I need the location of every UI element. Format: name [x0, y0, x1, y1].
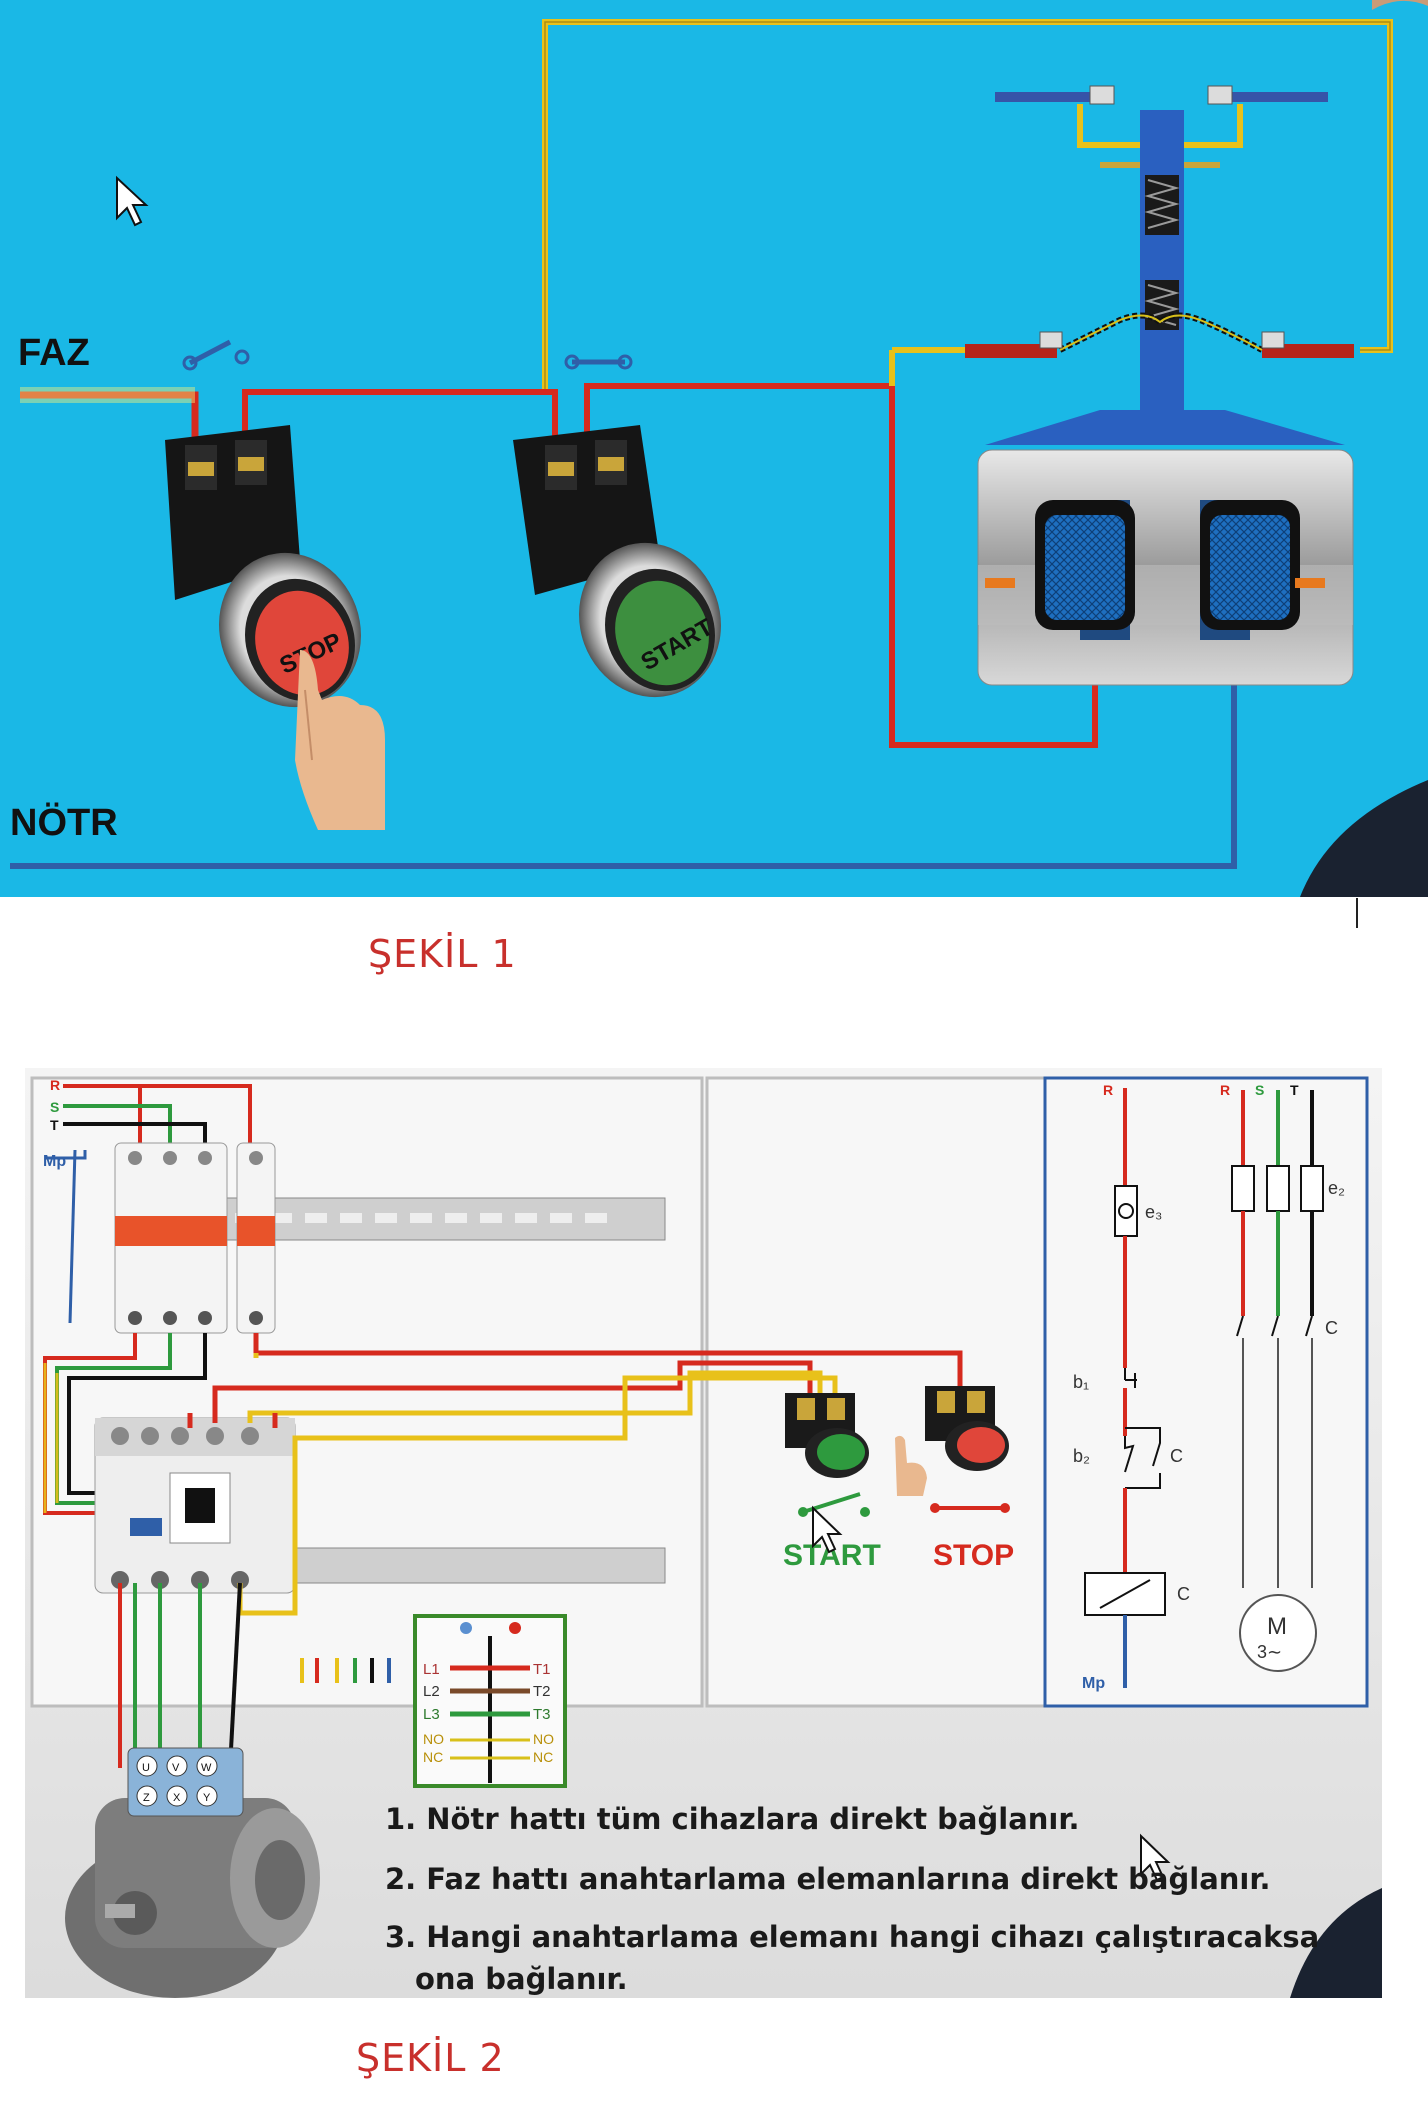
sch-b2-label: b₂ [1073, 1446, 1090, 1466]
faz-label: FAZ [18, 332, 90, 374]
single-phase-breaker [236, 1142, 276, 1334]
sch-motor-m: M [1267, 1613, 1287, 1640]
sch-c-contact-label: C [1170, 1446, 1183, 1466]
figure-1-diagram: FAZ NÖTR STOP START [0, 0, 1428, 897]
notr-wire [10, 640, 1237, 869]
start-button-2[interactable] [785, 1393, 869, 1478]
sch-c-coil-label: C [1177, 1584, 1190, 1604]
presenter-silhouette [1300, 780, 1428, 897]
terminal-w: W [201, 1762, 212, 1774]
motor-terminal-box: U V W Z X Y [136, 1755, 218, 1807]
stop-pushbutton[interactable]: STOP [165, 425, 382, 727]
note-line-4: ona bağlanır. [415, 1962, 628, 1996]
legend-l3: L3 [423, 1706, 440, 1723]
faz-wire [20, 391, 199, 440]
line-t-label: T [50, 1117, 59, 1133]
hand-icon [295, 650, 385, 830]
legend-no-right: NO [533, 1731, 554, 1747]
hand-icon-2 [895, 1435, 927, 1496]
wire-samples [300, 1658, 391, 1683]
line-s-label: S [50, 1099, 59, 1115]
stop-label-2: STOP [933, 1539, 1014, 1572]
sch-motor-phase: 3∼ [1257, 1642, 1282, 1662]
line-r-label: R [50, 1077, 60, 1093]
sch-c-main-label: C [1325, 1318, 1338, 1338]
legend-t2: T2 [533, 1683, 551, 1700]
legend-t1: T1 [533, 1661, 551, 1678]
sch-mp-label: Mp [1082, 1675, 1105, 1692]
sch-r2-label: R [1220, 1082, 1230, 1098]
presenter-silhouette-2 [1290, 1888, 1382, 1998]
sch-b1-label: b₁ [1073, 1372, 1089, 1392]
contactor-mechanism [965, 85, 1354, 686]
terminal-u: U [142, 1762, 150, 1774]
control-schematic: R e₃ b₁ b₂ C C Mp R S T e₂ C M [1073, 1082, 1345, 1692]
sch-s-label: S [1255, 1082, 1264, 1098]
terminal-y: Y [203, 1792, 211, 1804]
legend-nc-right: NC [533, 1749, 553, 1765]
sch-t-label: T [1290, 1082, 1299, 1098]
figure-1-caption: ŞEKİL 1 [368, 932, 517, 976]
mouse-cursor-icon-2 [812, 1505, 843, 1554]
stop-button-2[interactable] [925, 1386, 1009, 1471]
sch-r-label: R [1103, 1082, 1113, 1098]
legend-l2: L2 [423, 1683, 440, 1700]
legend-l1: L1 [423, 1661, 440, 1678]
note-line-3: 3. Hangi anahtarlama elemanı hangi cihaz… [385, 1920, 1320, 1954]
terminal-z: Z [143, 1792, 150, 1804]
sch-e3-label: e₃ [1145, 1202, 1162, 1222]
stop-switch-symbol [182, 339, 250, 371]
three-phase-breaker [114, 1142, 228, 1334]
start-pushbutton[interactable]: START [513, 425, 742, 717]
note-line-2: 2. Faz hattı anahtarlama elemanlarına di… [385, 1862, 1271, 1896]
sch-e2-label: e₂ [1328, 1178, 1345, 1198]
figure-2-caption: ŞEKİL 2 [356, 2036, 505, 2080]
text-caret [1356, 898, 1358, 928]
legend-nc-left: NC [423, 1749, 443, 1765]
legend-t3: T3 [533, 1706, 551, 1723]
stop-switch-symbol-2 [930, 1503, 1010, 1513]
figure-2-diagram: R S T Mp [25, 1068, 1382, 1998]
start-switch-symbol [564, 354, 633, 370]
notr-label: NÖTR [10, 801, 118, 844]
contactor-device [94, 1417, 296, 1594]
contactor-legend: L1 L2 L3 NO NC T1 T2 T3 NO NC [413, 1614, 567, 1788]
line-mp-label: Mp [43, 1153, 66, 1170]
mouse-cursor-icon-3 [1140, 1833, 1171, 1882]
terminal-x: X [173, 1792, 181, 1804]
legend-no-left: NO [423, 1731, 444, 1747]
terminal-v: V [172, 1762, 180, 1774]
mouse-cursor-icon [116, 175, 149, 227]
note-line-1: 1. Nötr hattı tüm cihazlara direkt bağla… [385, 1802, 1080, 1836]
